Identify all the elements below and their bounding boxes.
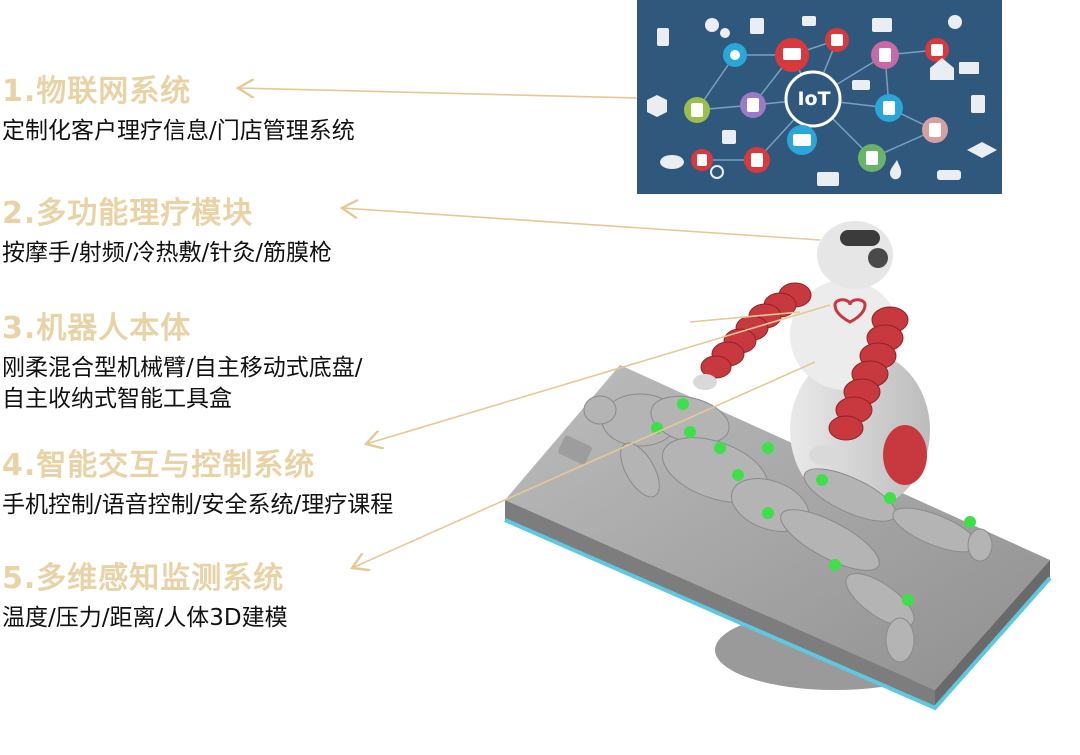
feature-therapy-module: 2.多功能理疗模块 按摩手/射频/冷热敷/针灸/筋膜枪 <box>2 196 332 269</box>
iot-hub <box>784 70 842 128</box>
leader-lines <box>238 88 831 568</box>
leader-line-interaction <box>366 304 831 444</box>
iot-decorative-icons <box>647 15 997 186</box>
feature-description: 刚柔混合型机械臂/自主移动式底盘/ 自主收纳式智能工具盒 <box>2 353 363 415</box>
feature-title: 3.机器人本体 <box>2 311 192 346</box>
iot-center-label: IoT <box>797 88 831 110</box>
leader-line-therapy-module <box>342 208 821 241</box>
feature-sensing-monitoring: 5.多维感知监测系统 温度/压力/距离/人体3D建模 <box>2 561 288 634</box>
feature-title: 1.物联网系统 <box>2 74 192 109</box>
feature-description: 定制化客户理疗信息/门店管理系统 <box>2 118 355 144</box>
table-led-strip <box>504 518 1052 711</box>
iot-network-graphic <box>647 15 997 186</box>
leader-line-iot <box>238 88 638 99</box>
robot-hands <box>693 374 841 465</box>
feature-description-line: 刚柔混合型机械臂/自主移动式底盘/ <box>2 355 363 381</box>
feature-iot-system: 1.物联网系统 定制化客户理疗信息/门店管理系统 <box>2 74 355 147</box>
feature-title: 2.多功能理疗模块 <box>2 196 254 231</box>
feature-description: 温度/压力/距离/人体3D建模 <box>2 605 288 631</box>
heart-logo-icon <box>833 298 867 324</box>
feature-description-line: 自主收纳式智能工具盒 <box>2 386 232 412</box>
feature-interaction-control: 4.智能交互与控制系统 手机控制/语音控制/安全系统/理疗课程 <box>2 448 393 521</box>
iot-device-nodes <box>684 28 949 173</box>
feature-title: 5.多维感知监测系统 <box>2 561 285 596</box>
iot-network-illustration: IoT <box>637 0 1002 194</box>
feature-robot-body: 3.机器人本体 刚柔混合型机械臂/自主移动式底盘/ 自主收纳式智能工具盒 <box>2 311 363 415</box>
feature-description: 手机控制/语音控制/安全系统/理疗课程 <box>2 492 394 518</box>
sensor-points <box>651 398 976 606</box>
feature-description: 按摩手/射频/冷热敷/针灸/筋膜枪 <box>2 240 332 266</box>
leader-line-robot-body <box>689 311 801 323</box>
leader-line-sensing <box>352 361 816 568</box>
feature-title: 4.智能交互与控制系统 <box>2 448 316 483</box>
